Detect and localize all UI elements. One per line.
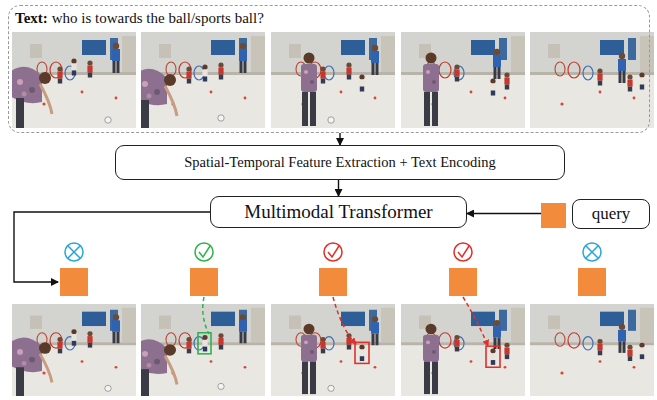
flow-arrow (467, 213, 541, 214)
video-frame (135, 32, 265, 130)
output-line (14, 212, 210, 282)
dashed-link (203, 297, 209, 334)
query-output (60, 268, 88, 296)
check-symbol (454, 243, 472, 261)
query-output (319, 268, 347, 296)
check-symbol (324, 243, 342, 261)
query-output (578, 268, 606, 296)
video-frame (10, 32, 136, 128)
check-symbol (195, 243, 213, 261)
bounding-box (486, 346, 500, 367)
video-frame (10, 304, 136, 396)
cross-symbol (65, 243, 83, 261)
query-output (449, 268, 477, 296)
query-token (541, 203, 566, 228)
text-label: Text: (15, 9, 48, 27)
query-input: query (541, 199, 650, 229)
bounding-box (198, 333, 211, 354)
video-frame (530, 32, 654, 128)
video-frame (530, 304, 654, 396)
query-box: query (572, 199, 650, 229)
dashed-link (463, 297, 488, 346)
video-frame (271, 32, 395, 128)
flow-arrow (338, 180, 339, 196)
flow-arrow (339, 133, 340, 145)
process-box: Spatial-Temporal Feature Extraction + Te… (115, 145, 565, 180)
node-label: query (592, 204, 631, 224)
query-text-panel: Text:who is towards the ball/sports ball… (8, 5, 650, 133)
query-output (190, 268, 218, 296)
cross-symbol (583, 243, 601, 261)
video-frame (401, 304, 525, 396)
video-frame (271, 304, 395, 396)
video-frame (401, 32, 525, 128)
video-frame (135, 304, 265, 398)
node-label: Multimodal Transformer (244, 201, 432, 223)
node-label: Spatial-Temporal Feature Extraction + Te… (184, 154, 496, 171)
dashed-link (333, 297, 356, 344)
query-sentence: who is towards the ball/sports ball? (52, 9, 264, 27)
bounding-box (355, 342, 369, 363)
process-box: Multimodal Transformer (210, 196, 467, 228)
